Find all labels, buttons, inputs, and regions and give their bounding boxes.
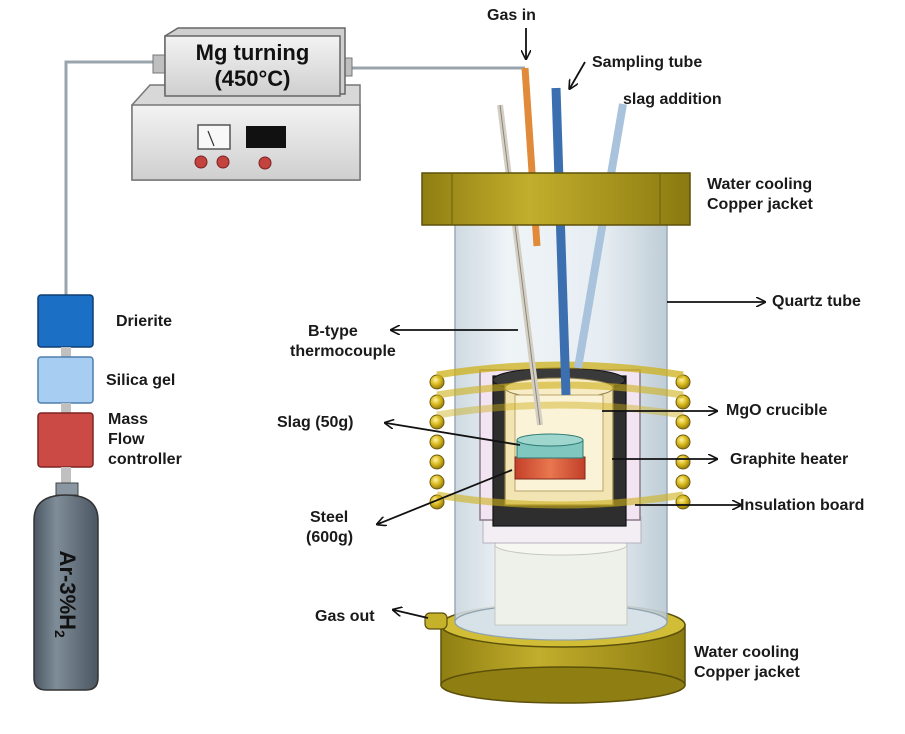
slag-label: Slag (50g) — [277, 414, 354, 431]
leader-lines — [378, 28, 764, 619]
cylinder-valve — [55, 482, 79, 496]
gas-out-pipe — [424, 612, 448, 630]
mg-turning-box — [164, 35, 341, 97]
knob-2 — [216, 155, 230, 169]
drierite-column — [37, 294, 94, 348]
slag-addition-tube — [574, 103, 627, 369]
support-block — [494, 544, 628, 626]
silica-gel-label: Silica gel — [106, 372, 176, 389]
top-jacket-label: Water cooling Copper jacket — [707, 176, 813, 213]
gas-cylinder — [33, 494, 99, 691]
graphite-heater-label: Graphite heater — [730, 451, 849, 468]
quartz-tube-label: Quartz tube — [772, 293, 861, 310]
knob-1 — [194, 155, 208, 169]
digital-display — [246, 126, 286, 148]
steel-melt — [514, 456, 586, 480]
thermocouple-label: B-type thermocouple — [290, 323, 396, 360]
bottom-jacket-label: Water cooling Copper jacket — [694, 644, 800, 681]
gas-train — [33, 294, 99, 691]
steel-label: Steel (600g) — [306, 509, 354, 546]
mgo-crucible-label: MgO crucible — [726, 402, 828, 419]
cylinder-label: Ar-3%H2 — [51, 550, 81, 638]
insulation-board-label: Insulation board — [740, 497, 865, 514]
silica-gel-column — [37, 356, 94, 404]
mg-turning-label: Mg turning (450°C) — [195, 40, 310, 91]
gas-out-label: Gas out — [315, 608, 375, 625]
gas-in-label: Gas in — [487, 7, 536, 24]
top-copper-jacket — [421, 172, 691, 226]
sampling-tube-label: Sampling tube — [592, 54, 703, 71]
slag-addition-label: slag addition — [623, 91, 722, 108]
knob-3 — [258, 156, 272, 170]
main-furnace — [421, 67, 691, 704]
mg-furnace-unit — [131, 27, 361, 181]
mass-flow-controller — [37, 412, 94, 468]
mfc-label: Mass Flow controller — [108, 411, 182, 468]
sampling-tube — [551, 87, 571, 396]
drierite-label: Drierite — [116, 313, 173, 330]
